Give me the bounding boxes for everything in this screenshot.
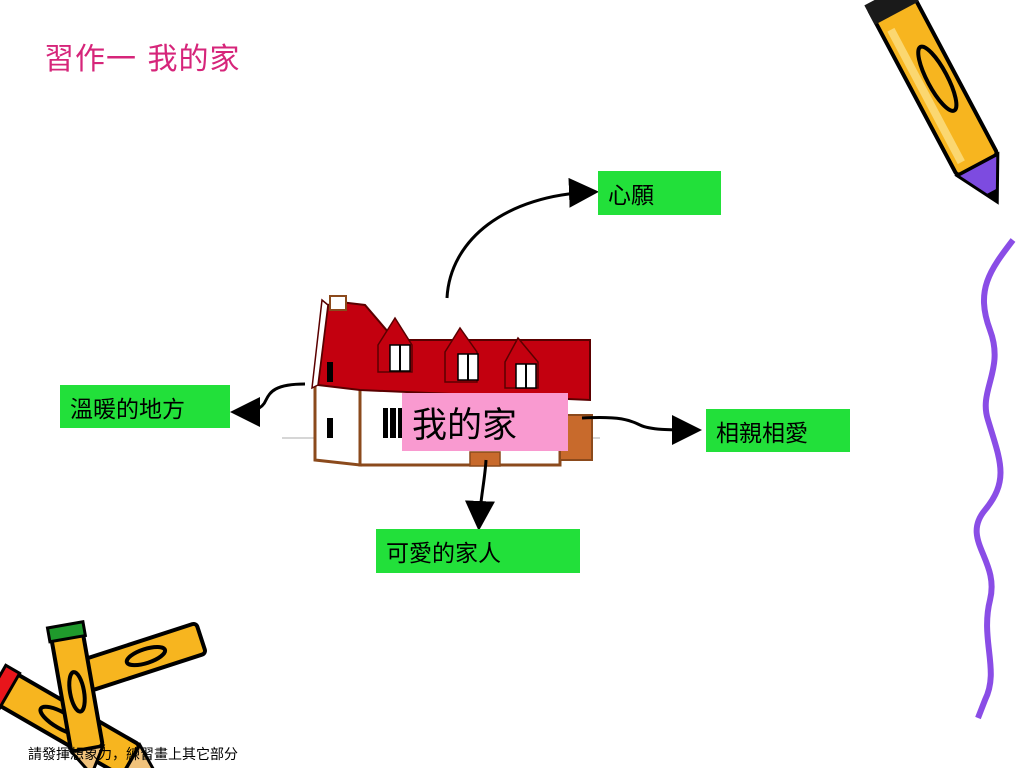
- branch-node-warm-place: 溫暖的地方: [60, 385, 230, 428]
- dormer-window: [504, 336, 539, 389]
- connector-top: [445, 177, 599, 299]
- branch-node-mutual-love: 相親相愛: [706, 409, 850, 452]
- connector-right: [581, 414, 702, 445]
- dormer-window: [377, 316, 413, 373]
- wavy-decoration-line: [973, 238, 1016, 720]
- footer-instruction: 請發揮想象力，練習畫上其它部分: [28, 747, 238, 763]
- pencil-icon: [45, 620, 106, 768]
- branch-node-lovely-family: 可愛的家人: [376, 529, 580, 573]
- branch-node-wish: 心願: [598, 171, 721, 215]
- dormer-window: [444, 326, 479, 383]
- connector-bottom: [464, 459, 495, 531]
- center-node-my-home: 我的家: [402, 393, 568, 451]
- slide-title: 習作一 我的家: [44, 42, 241, 77]
- connector-left: [230, 382, 306, 427]
- pencil-icon: [864, 0, 1000, 205]
